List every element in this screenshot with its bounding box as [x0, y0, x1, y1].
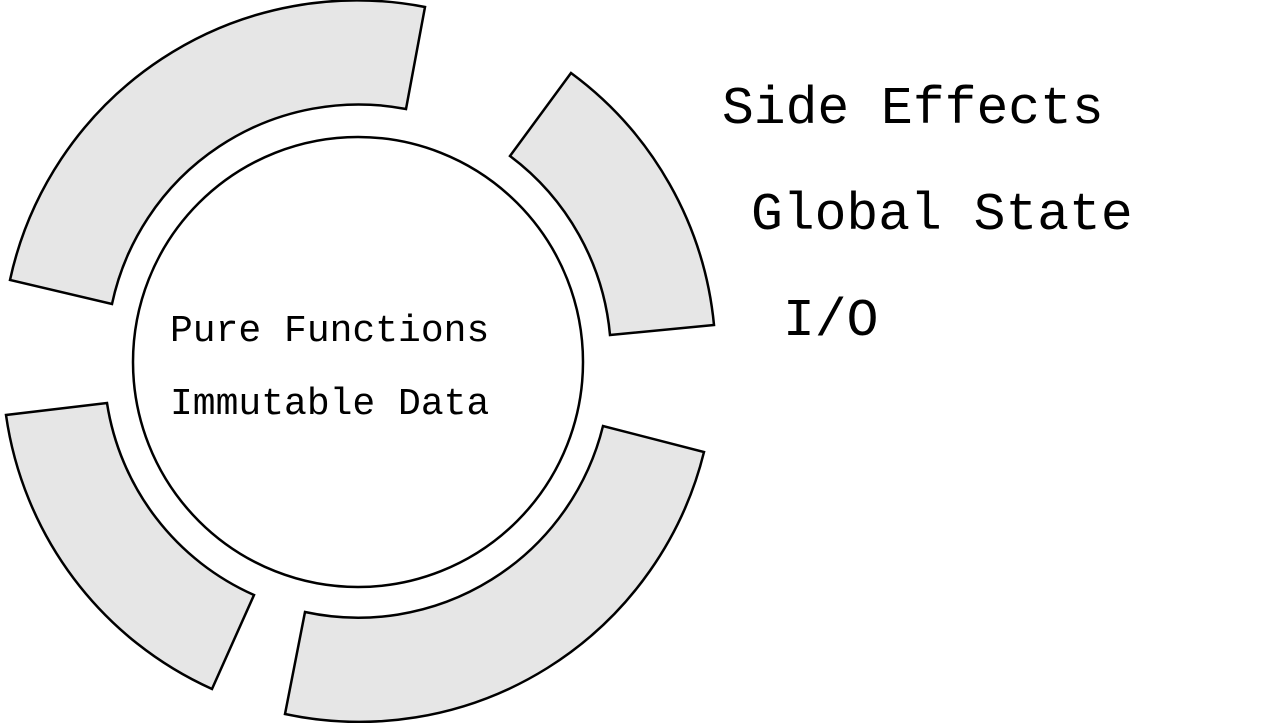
label-io: I/O: [783, 291, 878, 351]
ring-segment-right: [508, 71, 716, 337]
core-circle: [131, 135, 585, 589]
core-label-pure-functions: Pure Functions: [170, 310, 489, 353]
label-side-effects: Side Effects: [722, 79, 1104, 139]
core-label-immutable-data: Immutable Data: [170, 383, 489, 426]
ring-segment-top-left: [8, 0, 427, 306]
ring-segment-bottom-left: [4, 401, 256, 691]
label-global-state: Global State: [751, 185, 1133, 245]
ring-segment-bottom-right: [283, 424, 706, 723]
